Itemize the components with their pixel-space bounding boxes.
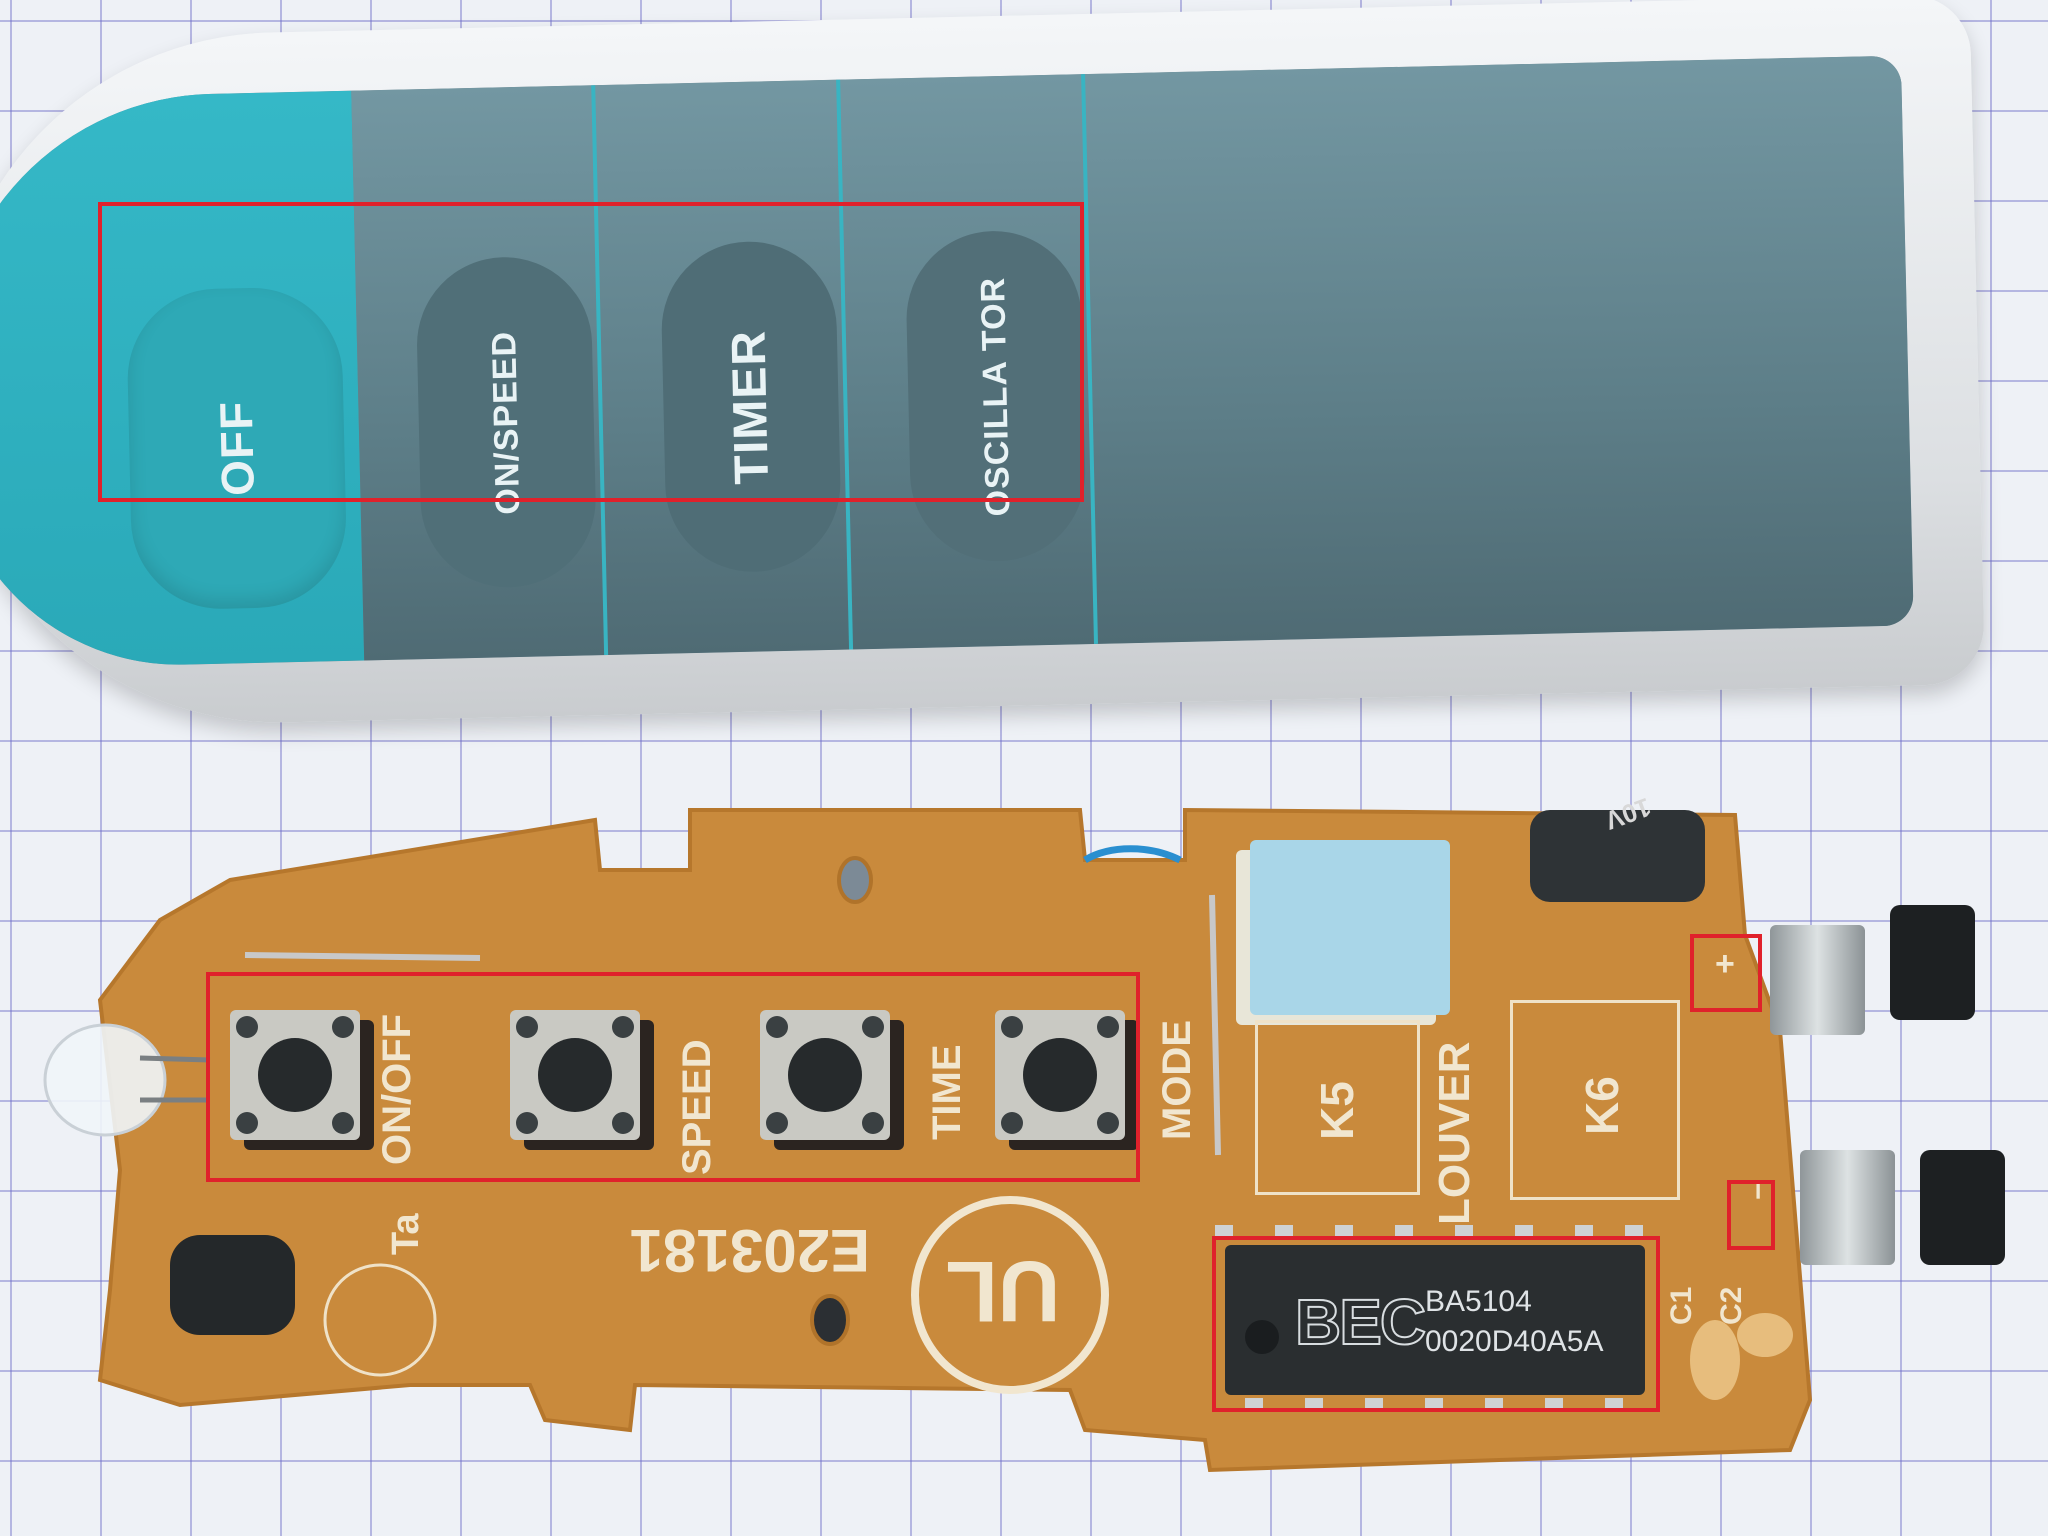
film-capacitor bbox=[1250, 840, 1450, 1015]
jumper-wire bbox=[1209, 894, 1221, 1156]
screw bbox=[1890, 905, 1975, 1020]
tactile-switch-speed[interactable] bbox=[510, 1010, 640, 1140]
ic-part-number: BA5104 bbox=[1425, 1285, 1532, 1318]
annotation-ic bbox=[1212, 1236, 1660, 1412]
ic-logo: BEC bbox=[1294, 1285, 1427, 1359]
battery-terminal-plus bbox=[1770, 925, 1865, 1035]
annotation-remote-buttons bbox=[98, 202, 1084, 502]
k6-pad-outline bbox=[1510, 1000, 1680, 1200]
silk-c1: C1 bbox=[1665, 1286, 1698, 1325]
switch-cap bbox=[788, 1038, 862, 1112]
tactile-switch-mode[interactable] bbox=[995, 1010, 1125, 1140]
screw bbox=[1920, 1150, 2005, 1265]
silk-ta: Ta bbox=[385, 1213, 427, 1255]
battery-terminal-minus bbox=[1800, 1150, 1895, 1265]
silk-c2: C2 bbox=[1715, 1286, 1748, 1325]
ceramic-capacitor bbox=[1690, 1320, 1740, 1400]
jumper-wire bbox=[244, 952, 481, 961]
tactile-switch-on-off[interactable] bbox=[230, 1010, 360, 1140]
ic-chip: BEC BA5104 0020D40A5A bbox=[1225, 1245, 1645, 1395]
switch-cap bbox=[538, 1038, 612, 1112]
silk-board-id: E203181 bbox=[629, 1217, 870, 1284]
blue-wire bbox=[1083, 845, 1182, 864]
transistor bbox=[170, 1235, 295, 1335]
annotation-pcb-switches bbox=[206, 972, 1140, 1182]
ic-notch bbox=[1245, 1320, 1279, 1354]
ir-led bbox=[43, 1023, 167, 1137]
annotation-plus-terminal bbox=[1690, 934, 1762, 1012]
silk-k6: K6 bbox=[1576, 1076, 1628, 1135]
silk-k5: K5 bbox=[1311, 1081, 1363, 1140]
mounting-hole bbox=[837, 856, 873, 904]
silk-mode: MODE bbox=[1155, 1020, 1199, 1140]
tactile-switch-time[interactable] bbox=[760, 1010, 890, 1140]
silk-plus: + bbox=[1715, 945, 1735, 983]
capacitor-marking: 10V bbox=[1601, 791, 1655, 836]
silk-louver: LOUVER bbox=[1430, 1041, 1479, 1225]
annotation-minus-terminal bbox=[1727, 1180, 1775, 1250]
k5-pad-outline bbox=[1255, 1020, 1420, 1195]
switch-cap bbox=[258, 1038, 332, 1112]
silk-ul: UL bbox=[945, 1243, 1060, 1339]
mounting-hole bbox=[810, 1294, 850, 1346]
ic-lot-code: 0020D40A5A bbox=[1425, 1325, 1604, 1358]
switch-cap bbox=[1023, 1038, 1097, 1112]
